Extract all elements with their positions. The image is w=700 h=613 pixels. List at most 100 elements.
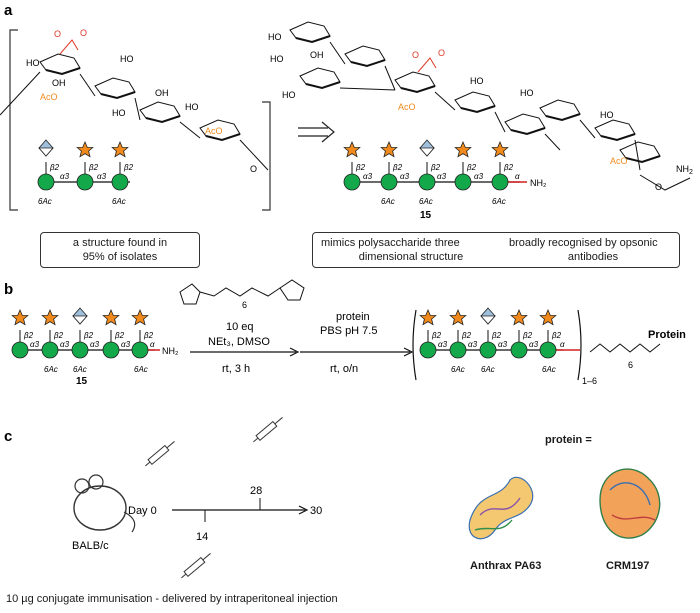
linkage-label: β2 — [49, 163, 60, 172]
crm197-structure — [599, 468, 661, 539]
acetyl-label: 6Ac — [73, 365, 87, 374]
compound-number: 15 — [76, 376, 88, 387]
protein-label: Protein — [648, 329, 686, 341]
linkage-label: β2 — [53, 331, 64, 340]
mouse-icon — [73, 474, 136, 533]
linkage-label: α3 — [60, 340, 70, 349]
acetyl-label: 6Ac — [481, 365, 495, 374]
linkage-label: α3 — [121, 340, 131, 349]
compound-number: 15 — [420, 210, 432, 221]
loading-label: 1–6 — [582, 376, 597, 386]
linkage-label: β2 — [23, 331, 34, 340]
linkage-label: α3 — [60, 172, 70, 181]
timeline-day-14: 14 — [196, 531, 208, 543]
amine-label: NH2 — [676, 164, 693, 176]
linkage-label: β2 — [551, 331, 562, 340]
acetyl-label: 6Ac — [451, 365, 465, 374]
hydroxyl-label: OH — [310, 50, 324, 60]
timeline-day-30: 30 — [310, 505, 322, 517]
linkage-label: β2 — [83, 331, 94, 340]
carbonyl-label: O — [438, 48, 445, 58]
linkage-label: β2 — [143, 331, 154, 340]
step1-conditions: NEt₃, DMSO — [208, 336, 270, 348]
hydroxyl-label: OH — [155, 88, 169, 98]
linkage-label: α3 — [438, 340, 448, 349]
step2-reagent: protein — [336, 311, 370, 323]
acetoxy-label: AcO — [398, 102, 416, 112]
acetyl-label: 6Ac — [419, 197, 433, 206]
linkage-label: β2 — [503, 163, 514, 172]
hydroxyl-label: HO — [520, 88, 534, 98]
linkage-label: β2 — [466, 163, 477, 172]
reagent-equivalents: 10 eq — [226, 321, 254, 333]
linkage-label: α3 — [529, 340, 539, 349]
acetyl-label: 6Ac — [44, 365, 58, 374]
linkage-label: β2 — [392, 163, 403, 172]
hydroxyl-label: HO — [600, 110, 614, 120]
linkage-label: α3 — [437, 172, 447, 181]
hydroxyl-label: OH — [52, 78, 66, 88]
linkage-label: β2 — [88, 163, 99, 172]
hydroxyl-label: HO — [470, 76, 484, 86]
reagent-subscript: 6 — [242, 300, 247, 310]
antibody-note-line: antibodies — [567, 251, 619, 263]
acetoxy-label: AcO — [610, 156, 628, 166]
acetyl-label: 6Ac — [542, 365, 556, 374]
acetoxy-label: AcO — [205, 126, 223, 136]
hydroxyl-label: HO — [26, 58, 40, 68]
linkage-label: α3 — [474, 172, 484, 181]
implies-arrow — [298, 121, 335, 143]
compound-15-notes: mimics polysaccharide three dimensional … — [312, 232, 680, 268]
linkage-label: α3 — [30, 340, 40, 349]
antibody-note: broadly recognised by opsonic antibodies — [509, 236, 677, 264]
panel-label-c: c — [4, 428, 12, 445]
panel-label-b: b — [4, 281, 13, 298]
linkage-label: β2 — [114, 331, 125, 340]
carboxylate-label: O — [412, 50, 419, 60]
protein-name-crm197: CRM197 — [606, 560, 650, 572]
linkage-label: α3 — [400, 172, 410, 181]
syringe-icon — [145, 441, 175, 467]
linkage-label: β2 — [461, 331, 472, 340]
linkage-label: α — [560, 340, 565, 349]
linkage-label: β2 — [431, 331, 442, 340]
hydroxyl-label: HO — [268, 32, 282, 42]
pa63-structure — [468, 476, 534, 540]
prevalence-note: a structure found in 95% of isolates — [40, 232, 200, 268]
syringe-icon — [181, 553, 211, 579]
ring-oxygen-label: O — [250, 164, 257, 174]
ring-oxygen-label: O — [655, 182, 662, 192]
timeline-day-0: Day 0 — [128, 505, 157, 517]
linkage-label: α — [515, 172, 520, 181]
mimicry-note-line: dimensional structure — [358, 251, 464, 263]
amine-label: NH₂ — [162, 346, 179, 356]
mimicry-note-line: mimics polysaccharide three — [321, 237, 460, 249]
repeat-unit-structure: O O HO OH AcO HO HO OH HO AcO O β2 β2 β2 — [0, 28, 271, 211]
carbonyl-label: O — [80, 28, 87, 38]
antibody-note-line: broadly recognised by opsonic — [509, 237, 658, 249]
prevalence-note-line: a structure found in — [72, 237, 168, 249]
hydroxyl-label: HO — [112, 108, 126, 118]
mimicry-note: mimics polysaccharide three dimensional … — [321, 236, 501, 264]
acetyl-label: 6Ac — [492, 197, 506, 206]
step2-buffer: PBS pH 7.5 — [320, 325, 377, 337]
linker-subscript: 6 — [628, 360, 633, 370]
acetyl-label: 6Ac — [38, 197, 52, 206]
acetyl-label: 6Ac — [112, 197, 126, 206]
immunisation-footnote: 10 µg conjugate immunisation - delivered… — [6, 593, 338, 605]
amine-label: NH₂ — [530, 178, 547, 188]
carboxylate-label: O — [54, 29, 61, 39]
linkage-label: β2 — [355, 163, 366, 172]
symbol-glycan-15: β2 β2 β2 β2 β2 α3 α3 α3 α3 α NH₂ 6Ac 6Ac… — [343, 139, 547, 221]
linkage-label: α — [150, 340, 155, 349]
protein-equals-label: protein = — [545, 434, 592, 446]
step2-time: rt, o/n — [330, 363, 358, 375]
acetyl-label: 6Ac — [381, 197, 395, 206]
reagent-structure: 6 10 eq — [179, 279, 305, 333]
timeline-day-28: 28 — [250, 485, 262, 497]
linkage-label: α3 — [363, 172, 373, 181]
hydroxyl-label: HO — [270, 54, 284, 64]
hydroxyl-label: HO — [282, 90, 296, 100]
